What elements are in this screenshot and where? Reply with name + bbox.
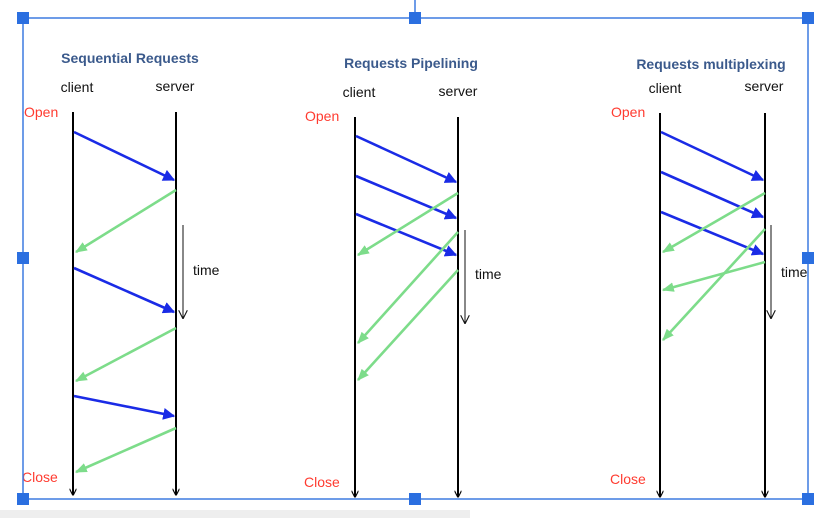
resize-handle-bottom[interactable] bbox=[409, 493, 421, 505]
close-label: Close bbox=[304, 474, 340, 490]
open-label: Open bbox=[24, 104, 58, 120]
request-arrow bbox=[660, 210, 765, 256]
request-arrow bbox=[73, 394, 176, 420]
open-label: Open bbox=[305, 108, 339, 124]
diagram-multiplexing: Requests multiplexing client server Open… bbox=[610, 56, 808, 497]
response-arrow bbox=[74, 326, 177, 383]
server-label: server bbox=[439, 83, 478, 99]
server-label: server bbox=[745, 78, 784, 94]
diagram-pipelining: Requests Pipelining client server Open C… bbox=[304, 55, 502, 497]
request-arrow bbox=[660, 130, 765, 182]
response-arrow bbox=[74, 426, 177, 474]
response-arrow bbox=[661, 191, 766, 254]
response-arrow bbox=[356, 191, 459, 257]
close-label: Close bbox=[610, 471, 646, 487]
request-arrow bbox=[355, 174, 458, 220]
request-arrow bbox=[73, 266, 176, 314]
response-arrow bbox=[662, 228, 766, 341]
selection-border[interactable] bbox=[22, 17, 809, 500]
response-arrow bbox=[357, 231, 459, 344]
client-label: client bbox=[343, 84, 376, 100]
close-label: Close bbox=[22, 469, 58, 485]
request-arrow bbox=[73, 130, 176, 182]
client-label: client bbox=[649, 80, 682, 96]
time-label: time bbox=[475, 266, 502, 282]
diagram-title: Sequential Requests bbox=[61, 50, 199, 66]
response-arrow bbox=[661, 260, 766, 292]
bottom-strip bbox=[0, 510, 470, 518]
server-label: server bbox=[156, 78, 195, 94]
diagram-sequential: Sequential Requests client server Open C… bbox=[22, 50, 220, 495]
response-arrow bbox=[357, 269, 459, 381]
client-label: client bbox=[61, 79, 94, 95]
request-arrow bbox=[355, 134, 458, 184]
resize-handle-right[interactable] bbox=[802, 252, 814, 264]
resize-handle-top[interactable] bbox=[409, 12, 421, 24]
diagram-title: Requests multiplexing bbox=[636, 56, 785, 72]
time-label: time bbox=[193, 262, 220, 278]
request-arrow bbox=[355, 212, 458, 257]
resize-handle-left[interactable] bbox=[17, 252, 29, 264]
resize-handle-top-left[interactable] bbox=[17, 12, 29, 24]
response-arrow bbox=[74, 188, 177, 254]
diagram-title: Requests Pipelining bbox=[344, 55, 478, 71]
selection-frame[interactable] bbox=[17, 0, 814, 505]
resize-handle-top-right[interactable] bbox=[802, 12, 814, 24]
resize-handle-bottom-right[interactable] bbox=[802, 493, 814, 505]
resize-handle-bottom-left[interactable] bbox=[17, 493, 29, 505]
time-label: time bbox=[781, 264, 808, 280]
open-label: Open bbox=[611, 104, 645, 120]
request-arrow bbox=[660, 170, 765, 219]
